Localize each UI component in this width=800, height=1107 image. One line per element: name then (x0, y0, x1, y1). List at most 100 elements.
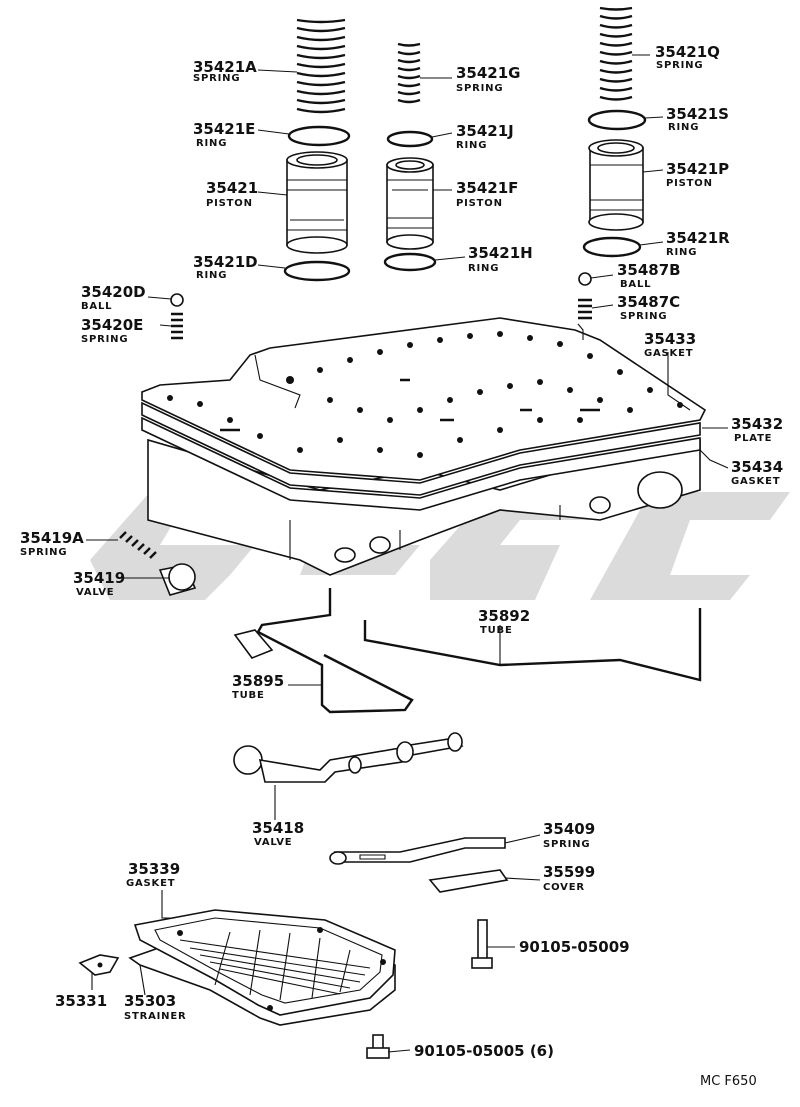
svg-text:PLATE: PLATE (734, 433, 772, 444)
tube-35892 (363, 608, 702, 682)
svg-text:TUBE: TUBE (480, 625, 513, 636)
svg-text:PISTON: PISTON (456, 198, 503, 209)
callout-35895: 35895 TUBE (232, 672, 284, 701)
callout-90105-05005: 90105-05005 (6) (414, 1042, 554, 1060)
gasket-35434 (141, 416, 701, 511)
svg-text:35421J: 35421J (456, 122, 514, 140)
svg-text:BALL: BALL (620, 279, 651, 290)
bolt-90105-05005 (366, 1034, 390, 1059)
spring-35487C (578, 298, 592, 320)
ring-35421H (383, 252, 437, 272)
ring-35421J (386, 130, 434, 148)
svg-text:RING: RING (196, 138, 227, 149)
svg-text:35434: 35434 (731, 458, 783, 476)
callout-35421R: 35421R RING (666, 229, 730, 258)
svg-text:35892: 35892 (478, 607, 530, 625)
callout-35892: 35892 TUBE (478, 607, 530, 636)
svg-text:35421P: 35421P (666, 160, 729, 178)
callout-35419: 35419 VALVE (73, 569, 125, 598)
svg-text:BALL: BALL (81, 301, 112, 312)
callout-35420E: 35420E SPRING (81, 316, 143, 345)
svg-text:35895: 35895 (232, 672, 284, 690)
bolt-90105-05009 (471, 919, 493, 969)
svg-text:35421Q: 35421Q (655, 43, 720, 61)
callout-35421A: 35421A SPRING (193, 58, 257, 84)
svg-text:SPRING: SPRING (81, 334, 128, 345)
plate-35432 (141, 401, 701, 496)
callout-35421Q: 35421Q SPRING (655, 43, 720, 71)
svg-text:35421R: 35421R (666, 229, 730, 247)
callout-35421H: 35421H RING (468, 244, 533, 274)
callout-35421F: 35421F PISTON (456, 179, 518, 209)
callout-90105-05009: 90105-05009 (519, 938, 630, 956)
clip-35331 (78, 954, 120, 976)
svg-text:35421E: 35421E (193, 120, 255, 138)
callout-35420D: 35420D BALL (81, 283, 146, 312)
valve-35419 (158, 563, 197, 596)
svg-text:35331: 35331 (55, 992, 107, 1010)
spring-35419A (119, 531, 157, 559)
ball-35487B (578, 272, 592, 286)
svg-text:35421G: 35421G (456, 64, 521, 82)
ring-35421E (287, 125, 351, 147)
svg-text:35303: 35303 (124, 992, 176, 1010)
svg-text:35421A: 35421A (193, 58, 257, 76)
tube-35895 (256, 588, 414, 714)
svg-text:VALVE: VALVE (76, 587, 114, 598)
svg-text:RING: RING (196, 270, 227, 281)
svg-text:RING: RING (668, 122, 699, 133)
svg-text:35421: 35421 (206, 179, 258, 197)
ring-35421D (283, 260, 351, 282)
leader-lines (86, 54, 729, 1053)
svg-text:COVER: COVER (543, 882, 585, 893)
callout-35432: 35432 PLATE (731, 415, 783, 444)
svg-text:35599: 35599 (543, 863, 595, 881)
callout-35421P: 35421P PISTON (666, 160, 729, 189)
svg-text:RING: RING (468, 263, 499, 274)
svg-text:90105-05009: 90105-05009 (519, 938, 630, 956)
callout-35421E: 35421E RING (193, 120, 255, 149)
callout-35487B: 35487B BALL (617, 261, 681, 290)
gasket-holes (167, 331, 683, 458)
svg-text:TUBE: TUBE (232, 690, 265, 701)
piston-35421F (386, 157, 434, 250)
svg-text:VALVE: VALVE (254, 837, 292, 848)
spring-35421A (296, 18, 346, 114)
spring-35421G (397, 42, 421, 104)
svg-text:SPRING: SPRING (193, 73, 240, 84)
callout-35303: 35303 STRAINER (124, 992, 186, 1022)
gasket-35433 (141, 317, 707, 481)
callout-35339: 35339 GASKET (126, 860, 180, 889)
callout-35421D: 35421D RING (193, 253, 258, 281)
callout-35433: 35433 GASKET (644, 330, 696, 359)
svg-text:35420E: 35420E (81, 316, 143, 334)
callout-35409: 35409 SPRING (543, 820, 595, 850)
svg-text:35421D: 35421D (193, 253, 258, 271)
svg-text:35433: 35433 (644, 330, 696, 348)
callout-35599: 35599 COVER (543, 863, 595, 893)
svg-text:GASKET: GASKET (644, 348, 693, 359)
svg-text:GASKET: GASKET (126, 878, 175, 889)
callout-35418: 35418 VALVE (252, 819, 304, 848)
callout-35331: 35331 (55, 992, 107, 1010)
callout-35421G: 35421G SPRING (456, 64, 521, 94)
svg-text:RING: RING (666, 247, 697, 258)
svg-text:35339: 35339 (128, 860, 180, 878)
gasket-35339 (133, 909, 396, 1016)
svg-text:35421S: 35421S (666, 105, 729, 123)
piston-35421 (286, 151, 348, 254)
callout-35421J: 35421J RING (456, 122, 514, 151)
svg-text:35420D: 35420D (81, 283, 146, 301)
ring-35421R (582, 236, 642, 258)
svg-text:STRAINER: STRAINER (124, 1011, 186, 1022)
svg-text:35421F: 35421F (456, 179, 518, 197)
callout-35487C: 35487C SPRING (617, 293, 680, 322)
svg-text:RING: RING (456, 140, 487, 151)
callout-35434: 35434 GASKET (731, 458, 783, 487)
svg-text:GASKET: GASKET (731, 476, 780, 487)
piston-35421P (588, 139, 644, 231)
svg-text:35418: 35418 (252, 819, 304, 837)
svg-text:SPRING: SPRING (620, 311, 667, 322)
ball-35420D (170, 293, 184, 307)
